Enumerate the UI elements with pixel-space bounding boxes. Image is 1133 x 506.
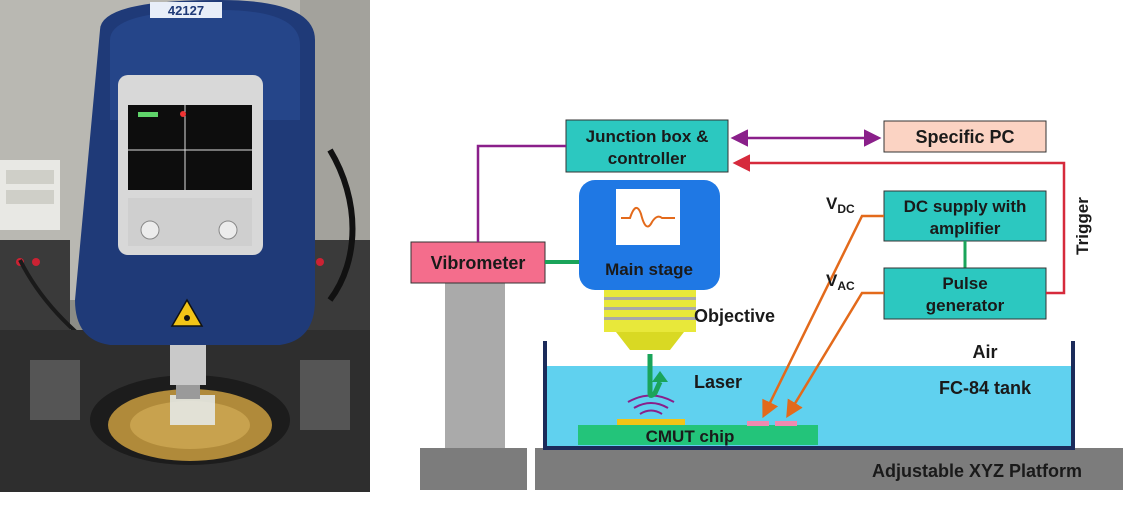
specific-pc-box	[883, 120, 1047, 153]
laser-arrowhead	[652, 371, 668, 382]
specific-pc-label: Specific PC	[915, 127, 1014, 147]
main-stage-label: Main stage	[605, 260, 693, 279]
objective-lens	[604, 290, 696, 332]
dc-supply-line2: amplifier	[930, 219, 1001, 238]
cmut-element	[617, 419, 685, 425]
cmut-chip	[578, 425, 818, 445]
objective-tip	[616, 332, 684, 350]
support-base	[420, 448, 527, 490]
platform-label: Adjustable XYZ Platform	[872, 461, 1082, 481]
signal-waveform	[621, 207, 675, 228]
trigger-label: Trigger	[1073, 197, 1092, 255]
wave-2	[633, 402, 669, 409]
support-post	[445, 283, 505, 448]
xyz-platform	[535, 448, 1123, 490]
laser-beam-up	[647, 380, 663, 398]
wave-1	[639, 409, 663, 415]
vac-label: VAC	[826, 271, 855, 293]
serial-label: 42127	[168, 3, 204, 18]
laser-label: Laser	[694, 372, 742, 392]
vac-line	[786, 291, 884, 418]
pulse-generator-line2: generator	[926, 296, 1005, 315]
vibrometer-photo: 42127	[0, 0, 370, 492]
pad-right	[775, 421, 797, 426]
vdc-label: VDC	[826, 194, 855, 216]
pulse-generator-line1: Pulse	[942, 274, 987, 293]
dc-supply-line1: DC supply with	[904, 197, 1027, 216]
trigger-line	[732, 154, 1066, 295]
dc-supply-box	[883, 190, 1047, 242]
cmut-label: CMUT chip	[646, 427, 735, 446]
objective-label: Objective	[694, 306, 775, 326]
junction-box	[565, 119, 729, 173]
tank-label: FC-84 tank	[939, 378, 1032, 398]
vibrometer-box	[410, 241, 546, 284]
air-label: Air	[972, 342, 997, 362]
tank-walls	[543, 341, 1075, 450]
vibrometer-label: Vibrometer	[431, 253, 526, 273]
vdc-line	[762, 214, 884, 419]
junction-box-line2: controller	[608, 149, 687, 168]
pad-left	[747, 421, 769, 426]
setup-schematic: Adjustable XYZ Platform Air FC-84 tank C…	[410, 119, 1123, 490]
vibrometer-junction-link	[476, 144, 566, 242]
junction-box-line1: Junction box &	[586, 127, 709, 146]
